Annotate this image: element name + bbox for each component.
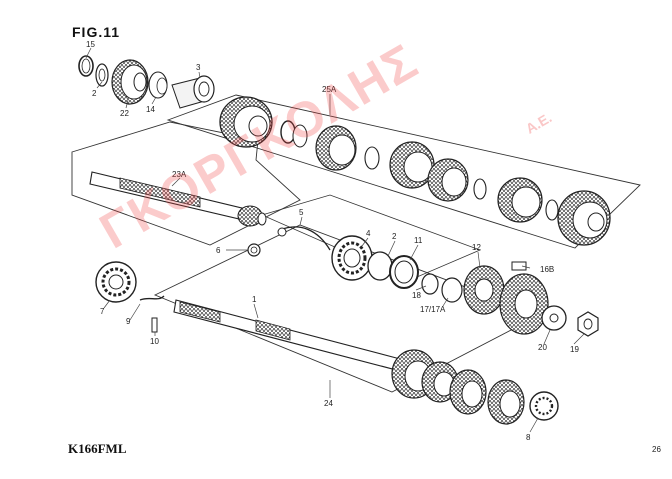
group-box-25a bbox=[166, 94, 641, 249]
callout-22: 22 bbox=[120, 109, 129, 118]
part-18-collar bbox=[421, 273, 439, 295]
group-box-23a bbox=[71, 121, 301, 246]
figure-title: FIG.11 bbox=[72, 24, 121, 40]
callout-18: 18 bbox=[412, 291, 421, 300]
part-2-washer bbox=[95, 63, 109, 87]
callout-19: 19 bbox=[570, 345, 579, 354]
callout-17: 17/17A bbox=[420, 305, 446, 314]
part-9-clip bbox=[139, 295, 165, 301]
model-code: K166FML bbox=[68, 441, 127, 456]
callout-20: 20 bbox=[538, 343, 547, 352]
callout-3: 3 bbox=[196, 63, 201, 72]
part-6-plug bbox=[247, 243, 261, 257]
shaft-23a bbox=[89, 171, 267, 227]
part-19-nut bbox=[577, 311, 599, 337]
part-2-ring bbox=[367, 251, 393, 281]
gear-cluster-25a bbox=[219, 96, 611, 246]
callout-6: 6 bbox=[216, 246, 221, 255]
callout-1: 1 bbox=[252, 295, 257, 304]
part-11-seal bbox=[389, 255, 419, 289]
callout-24: 24 bbox=[324, 399, 333, 408]
callout-labels: 15 2 22 14 3 25A 23A 5 6 4 2 11 12 16B 1… bbox=[86, 40, 661, 454]
part-16b-bolt bbox=[511, 261, 527, 271]
gear-cluster-24 bbox=[391, 349, 559, 425]
part-3-bearing bbox=[171, 75, 215, 109]
shaft-1 bbox=[173, 299, 405, 373]
callout-14: 14 bbox=[146, 105, 155, 114]
part-10-pin bbox=[151, 317, 158, 333]
callout-11: 11 bbox=[414, 236, 423, 245]
part-14-hub bbox=[148, 71, 168, 99]
callout-26: 26 bbox=[652, 445, 661, 454]
part-26-sprocket bbox=[499, 273, 549, 335]
leader-lines bbox=[85, 47, 585, 433]
part-20-washer bbox=[541, 305, 567, 331]
callout-5: 5 bbox=[299, 208, 304, 217]
part-5-spring bbox=[277, 226, 331, 251]
part-4-bearing bbox=[331, 235, 373, 281]
callout-25a: 25A bbox=[322, 85, 337, 94]
callout-23a: 23A bbox=[172, 170, 187, 179]
callout-10: 10 bbox=[150, 337, 159, 346]
callout-7: 7 bbox=[100, 307, 105, 316]
part-17-washer bbox=[441, 277, 463, 303]
callout-2b: 2 bbox=[392, 232, 397, 241]
part-15-circlip bbox=[78, 55, 94, 77]
part-22-gear bbox=[111, 59, 149, 105]
callout-9: 9 bbox=[126, 317, 131, 326]
callout-2a: 2 bbox=[92, 89, 97, 98]
callout-12: 12 bbox=[472, 243, 481, 252]
callout-8: 8 bbox=[526, 433, 531, 442]
callout-4: 4 bbox=[366, 229, 371, 238]
callout-15: 15 bbox=[86, 40, 95, 49]
part-12-sprocket bbox=[463, 265, 505, 315]
part-7-bearing bbox=[95, 261, 137, 303]
callout-16b: 16B bbox=[540, 265, 554, 274]
